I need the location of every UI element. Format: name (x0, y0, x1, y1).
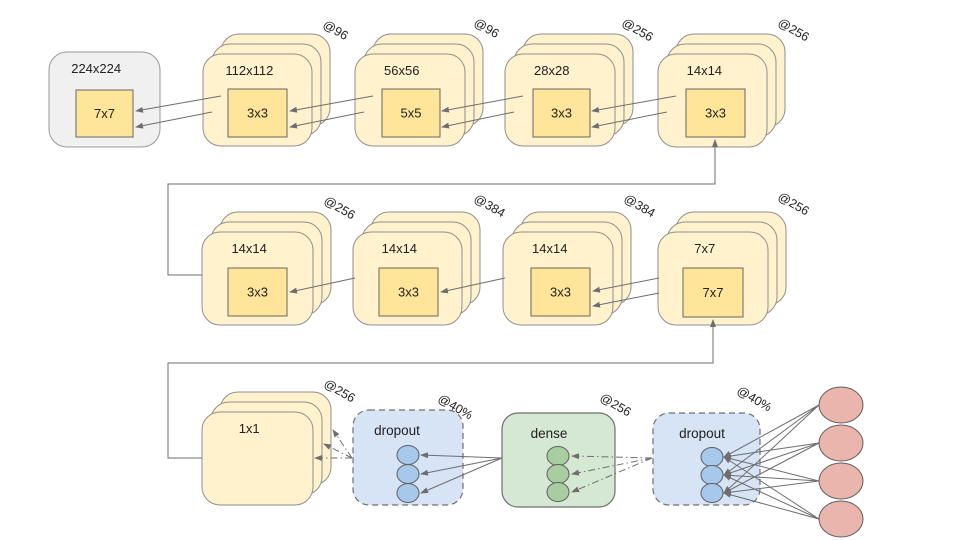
kernel-size-label: 5x5 (401, 106, 422, 121)
arrow (592, 292, 660, 308)
layer-stack-14x14: 14x14 3x3 @384 (352, 191, 508, 326)
arrow (592, 277, 660, 293)
dense-label: dense (531, 426, 568, 441)
kernel-size-label: 7x7 (94, 106, 115, 121)
kernel-size-label: 3x3 (398, 285, 419, 300)
kernel-size-label: 7x7 (703, 285, 724, 300)
channels-label: @256 (776, 189, 812, 218)
elbow-connector (167, 319, 716, 459)
neuron-circle (396, 445, 420, 465)
arrow (723, 404, 820, 458)
arrow (723, 404, 820, 476)
dropout-label: dropout (374, 423, 420, 438)
arrow (723, 456, 820, 520)
kernel-box (75, 89, 134, 138)
dropout-box: dropout@40% (352, 391, 475, 506)
neuron-circle (396, 464, 420, 484)
arrow (723, 491, 820, 520)
kernel-box (381, 88, 441, 138)
kernel-box (682, 267, 744, 318)
feature-size-label: 56x56 (384, 63, 419, 78)
channels-label: @96 (472, 15, 502, 40)
feature-size-label: 14x14 (382, 241, 417, 256)
output-neuron (818, 386, 864, 424)
output-neuron (818, 424, 864, 462)
kernel-box (227, 267, 288, 317)
arrow (723, 472, 820, 482)
kernel-box (685, 88, 746, 138)
channels-label: @40% (735, 383, 775, 414)
arrow (723, 480, 820, 496)
arrow (723, 404, 820, 494)
arrow (440, 277, 506, 294)
arrow (135, 111, 213, 129)
dashed-arrow (332, 429, 353, 459)
channels-label: @384 (472, 191, 508, 220)
arrow (591, 111, 668, 129)
elbow-connector (167, 139, 718, 276)
feature-size-label: 28x28 (534, 63, 569, 78)
arrow (723, 442, 820, 494)
neuron-circle (546, 464, 570, 484)
arrow (289, 277, 356, 294)
arrow (289, 95, 374, 113)
kernel-box (530, 267, 591, 317)
feature-size-label: 224x224 (71, 61, 121, 76)
arrow (420, 457, 503, 494)
arrow (441, 95, 524, 113)
kernel-box (227, 88, 288, 138)
kernel-size-label: 3x3 (247, 285, 268, 300)
kernel-size-label: 3x3 (705, 106, 726, 121)
dashed-arrow (323, 443, 353, 459)
output-neuron (818, 500, 864, 538)
dashed-arrow (571, 453, 653, 460)
arrow (723, 442, 820, 459)
output-neuron (818, 462, 864, 500)
neuron-circle (700, 465, 724, 485)
arrow (723, 474, 820, 520)
layer-stack-56x56: 56x56 5x5 @96 (354, 15, 502, 147)
arrow (723, 455, 820, 482)
arrow (289, 111, 365, 129)
arrow (591, 95, 677, 113)
feature-size-label: 7x7 (694, 241, 715, 256)
layer-stack-7x7: 7x7 7x7 @256 (657, 189, 812, 326)
feature-size-label: 14x14 (687, 63, 722, 78)
channels-label: @384 (622, 191, 658, 220)
neuron-circle (700, 483, 724, 503)
neuron-circle (700, 447, 724, 467)
arrow (723, 442, 820, 476)
kernel-size-label: 3x3 (247, 106, 268, 121)
layer-stack-1x1: 1x1@256 (201, 376, 358, 506)
kernel-box (378, 267, 439, 317)
input-layer-224x224: 224x224 7x7 (48, 51, 161, 148)
arrow (441, 111, 515, 129)
feature-size-label: 1x1 (239, 421, 260, 436)
kernel-size-label: 3x3 (551, 106, 572, 121)
neuron-circle (396, 483, 420, 503)
neuron-circle (546, 482, 570, 502)
layer-stack-14x14: 14x14 3x3 @384 (502, 191, 658, 326)
arrow (135, 95, 222, 113)
kernel-box (532, 88, 591, 138)
kernel-size-label: 3x3 (550, 285, 571, 300)
dropout-label: dropout (679, 426, 725, 441)
arrow (420, 452, 503, 459)
arrow (420, 457, 503, 476)
feature-size-label: 14x14 (231, 241, 266, 256)
feature-size-label: 112x112 (225, 63, 273, 78)
neuron-circle (546, 446, 570, 466)
feature-size-label: 14x14 (532, 241, 567, 256)
